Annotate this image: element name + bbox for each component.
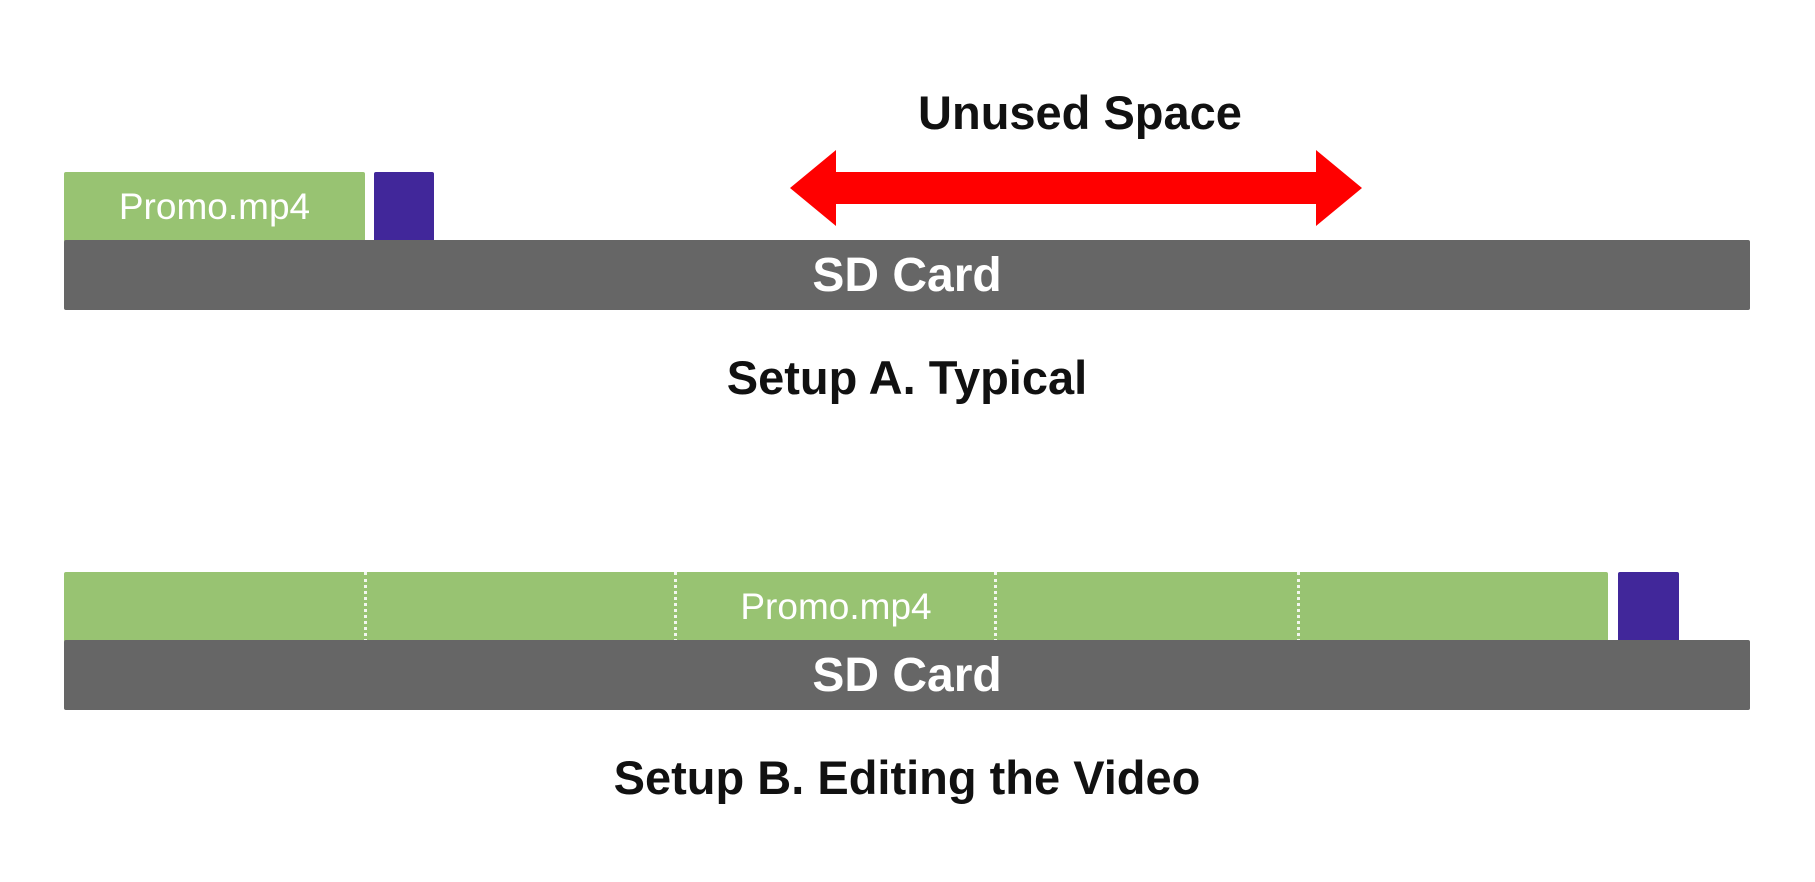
metadata-block-b [1618,572,1679,642]
double-arrow-shape [790,150,1362,226]
segment-divider [364,572,367,642]
metadata-block-a [374,172,434,242]
file-promo-b-label: Promo.mp4 [740,586,932,627]
sd-card-b: SD Card [64,640,1750,710]
sd-card-a: SD Card [64,240,1750,310]
segment-divider [994,572,997,642]
unused-space-label: Unused Space [918,86,1242,139]
segment-divider [674,572,677,642]
caption-setup-a: Setup A. Typical [726,351,1088,404]
caption-setup-b: Setup B. Editing the Video [613,751,1201,804]
segment-divider [1297,572,1300,642]
file-promo-a: Promo.mp4 [64,172,365,242]
file-promo-b: Promo.mp4 [64,572,1608,642]
unused-space-arrow [790,150,1362,226]
